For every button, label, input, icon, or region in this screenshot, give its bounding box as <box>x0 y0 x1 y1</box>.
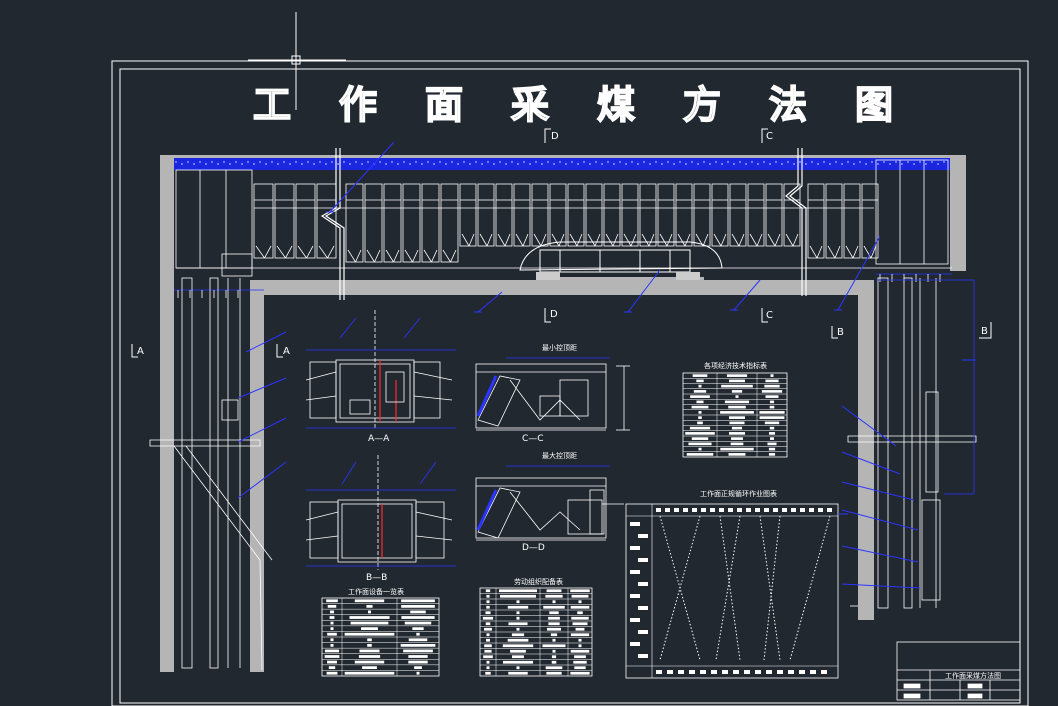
table-equipment-list <box>321 597 440 677</box>
section-aa-drawing <box>305 310 456 430</box>
marker-c-bottom: C <box>766 310 773 321</box>
section-dd-drawing <box>475 465 624 541</box>
title-block-name: 工作面采煤方法图 <box>945 671 1001 680</box>
table-tech-title: 各项经济技术指标表 <box>704 361 767 370</box>
caption-cc: C—C <box>522 434 544 444</box>
title-char-6: 法 <box>769 83 807 127</box>
section-cc-drawing <box>475 357 630 431</box>
section-markers <box>131 128 992 358</box>
hydraulic-supports <box>174 183 952 298</box>
caption-min-title: 最小控顶距 <box>542 343 577 352</box>
title-block <box>896 641 1021 701</box>
marker-c-top: C <box>766 131 773 142</box>
drawing-title: 工作面采煤方法图 <box>252 82 894 128</box>
roadway-walls <box>160 155 966 672</box>
title-char-3: 采 <box>511 83 549 127</box>
marker-b-inner: B <box>837 327 844 338</box>
shearer-machine <box>519 241 723 280</box>
caption-max-title: 最大控顶距 <box>542 451 577 460</box>
table-tech-indicators <box>682 372 788 458</box>
right-roadway-equipment <box>847 159 977 609</box>
marker-b-right: B <box>981 326 988 337</box>
table-labor-title: 劳动组织配备表 <box>514 577 563 586</box>
face-break-lines <box>320 148 807 300</box>
outer-frame <box>111 60 1029 706</box>
title-char-0: 工 <box>253 83 291 127</box>
table-cycle-chart <box>625 503 848 679</box>
table-cycle-title: 工作面正规循环作业图表 <box>700 489 777 498</box>
marker-a-inner: A <box>283 346 290 357</box>
table-labor-organization <box>479 587 593 677</box>
table-equip-title: 工作面设备一览表 <box>348 587 404 596</box>
inner-frame <box>119 68 1021 704</box>
coal-seam-band <box>174 158 950 170</box>
title-char-1: 作 <box>339 83 377 127</box>
marker-d-top: D <box>551 131 559 142</box>
caption-aa: A—A <box>368 434 390 444</box>
title-char-7: 图 <box>855 83 893 127</box>
caption-dd: D—D <box>522 543 545 553</box>
marker-d-bottom: D <box>550 309 558 320</box>
section-bb-drawing <box>305 455 456 570</box>
caption-bb: B—B <box>366 573 387 583</box>
annotation-leaders <box>237 141 976 589</box>
title-char-4: 煤 <box>597 83 635 127</box>
marker-a-left: A <box>137 346 144 357</box>
left-roadway-equipment <box>149 169 273 671</box>
title-char-5: 方 <box>683 83 721 127</box>
title-char-2: 面 <box>425 83 463 127</box>
